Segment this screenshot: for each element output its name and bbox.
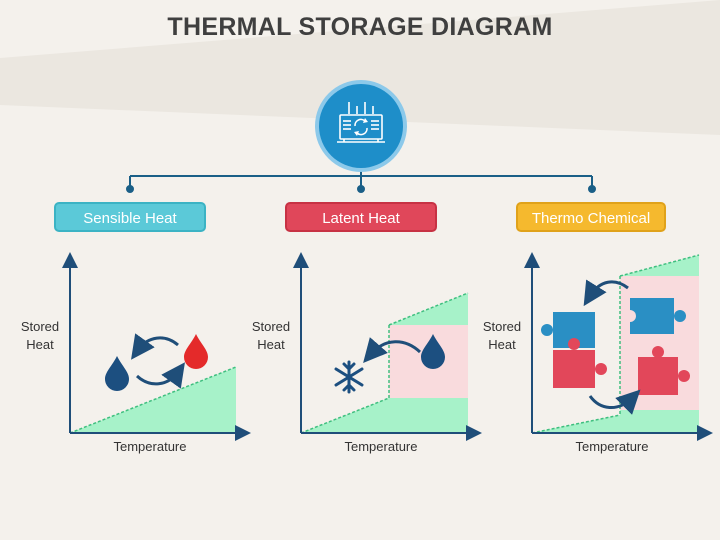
red-drop-icon xyxy=(184,334,208,369)
sensible-heat-fill xyxy=(70,367,236,433)
freeze-arrow-icon xyxy=(363,337,422,364)
puzzle-pieces-joined-icon xyxy=(541,312,607,388)
snowflake-icon xyxy=(334,360,364,394)
sensible-heat-label: Sensible Heat xyxy=(54,202,206,232)
thermo-x-label: Temperature xyxy=(575,439,649,454)
sensible-x-label: Temperature xyxy=(113,439,187,454)
page-title: THERMAL STORAGE DIAGRAM xyxy=(167,13,553,41)
puzzle-pieces-separated-icon xyxy=(624,298,690,395)
cycle-arrow-bottom-icon xyxy=(135,362,185,389)
blue-drop-icon xyxy=(105,356,129,391)
thermo-fill-bottom xyxy=(620,410,699,433)
water-drop-icon xyxy=(421,334,445,369)
thermo-chemical-label: Thermo Chemical xyxy=(516,202,666,232)
latent-heat-fill-high xyxy=(389,398,468,433)
cycle-arrow-top-icon xyxy=(131,333,179,360)
recombine-arrow-icon xyxy=(588,389,641,415)
hub-circle xyxy=(319,84,403,168)
latent-x-label: Temperature xyxy=(344,439,418,454)
dissociate-arrow-icon xyxy=(583,279,629,307)
latent-heat-label: Latent Heat xyxy=(285,202,437,232)
thermal-storage-tank-icon xyxy=(337,102,385,143)
